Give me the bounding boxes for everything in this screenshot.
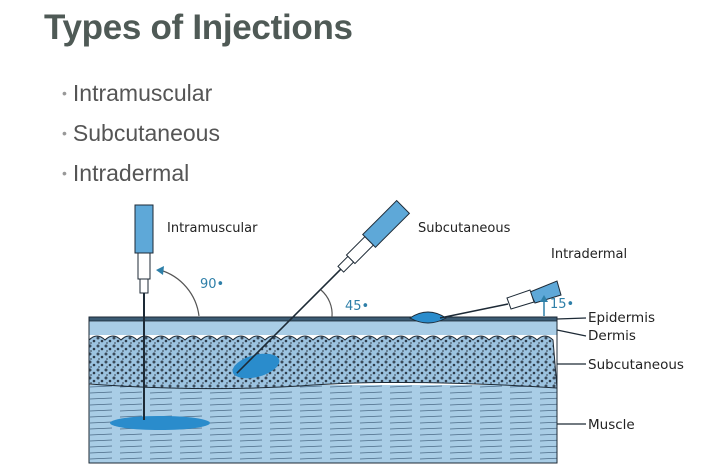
intradermal-bleb (409, 311, 447, 324)
dermis-layer (89, 321, 557, 335)
angle-arc-45 (320, 289, 333, 318)
subcutaneous-syringe (236, 199, 411, 374)
bullet-text: Intramuscular (72, 80, 213, 106)
label-intradermal: Intradermal (551, 247, 627, 262)
bullet-item: •Intramuscular (62, 80, 213, 106)
label-intramuscular: Intramuscular (167, 221, 258, 236)
slide-title: Types of Injections (44, 8, 353, 47)
angle-arc-90 (159, 269, 200, 317)
label-subcutaneous: Subcutaneous (418, 221, 511, 236)
angle-45: 45• (345, 299, 369, 314)
layer-label-subcutaneous: Subcutaneous (588, 357, 684, 373)
bullet-list: •Intramuscular •Subcutaneous •Intraderma… (62, 78, 220, 198)
bullet-text: Intradermal (72, 160, 190, 186)
epidermis-layer (88, 316, 558, 322)
layer-label-dermis: Dermis (588, 328, 636, 344)
subcutaneous-fluid (232, 353, 280, 379)
bullet-item: •Subcutaneous (62, 120, 220, 146)
angle-90: 90• (200, 277, 224, 292)
intramuscular-syringe (134, 204, 154, 420)
layer-label-muscle: Muscle (588, 417, 635, 433)
intramuscular-fluid (110, 416, 210, 430)
subcutaneous-layer (88, 335, 558, 390)
bullet-item: •Intradermal (62, 160, 190, 186)
layer-label-epidermis: Epidermis (588, 310, 655, 326)
angle-15: 15• (550, 297, 574, 312)
intradermal-syringe (439, 280, 562, 319)
bullet-text: Subcutaneous (72, 120, 220, 146)
